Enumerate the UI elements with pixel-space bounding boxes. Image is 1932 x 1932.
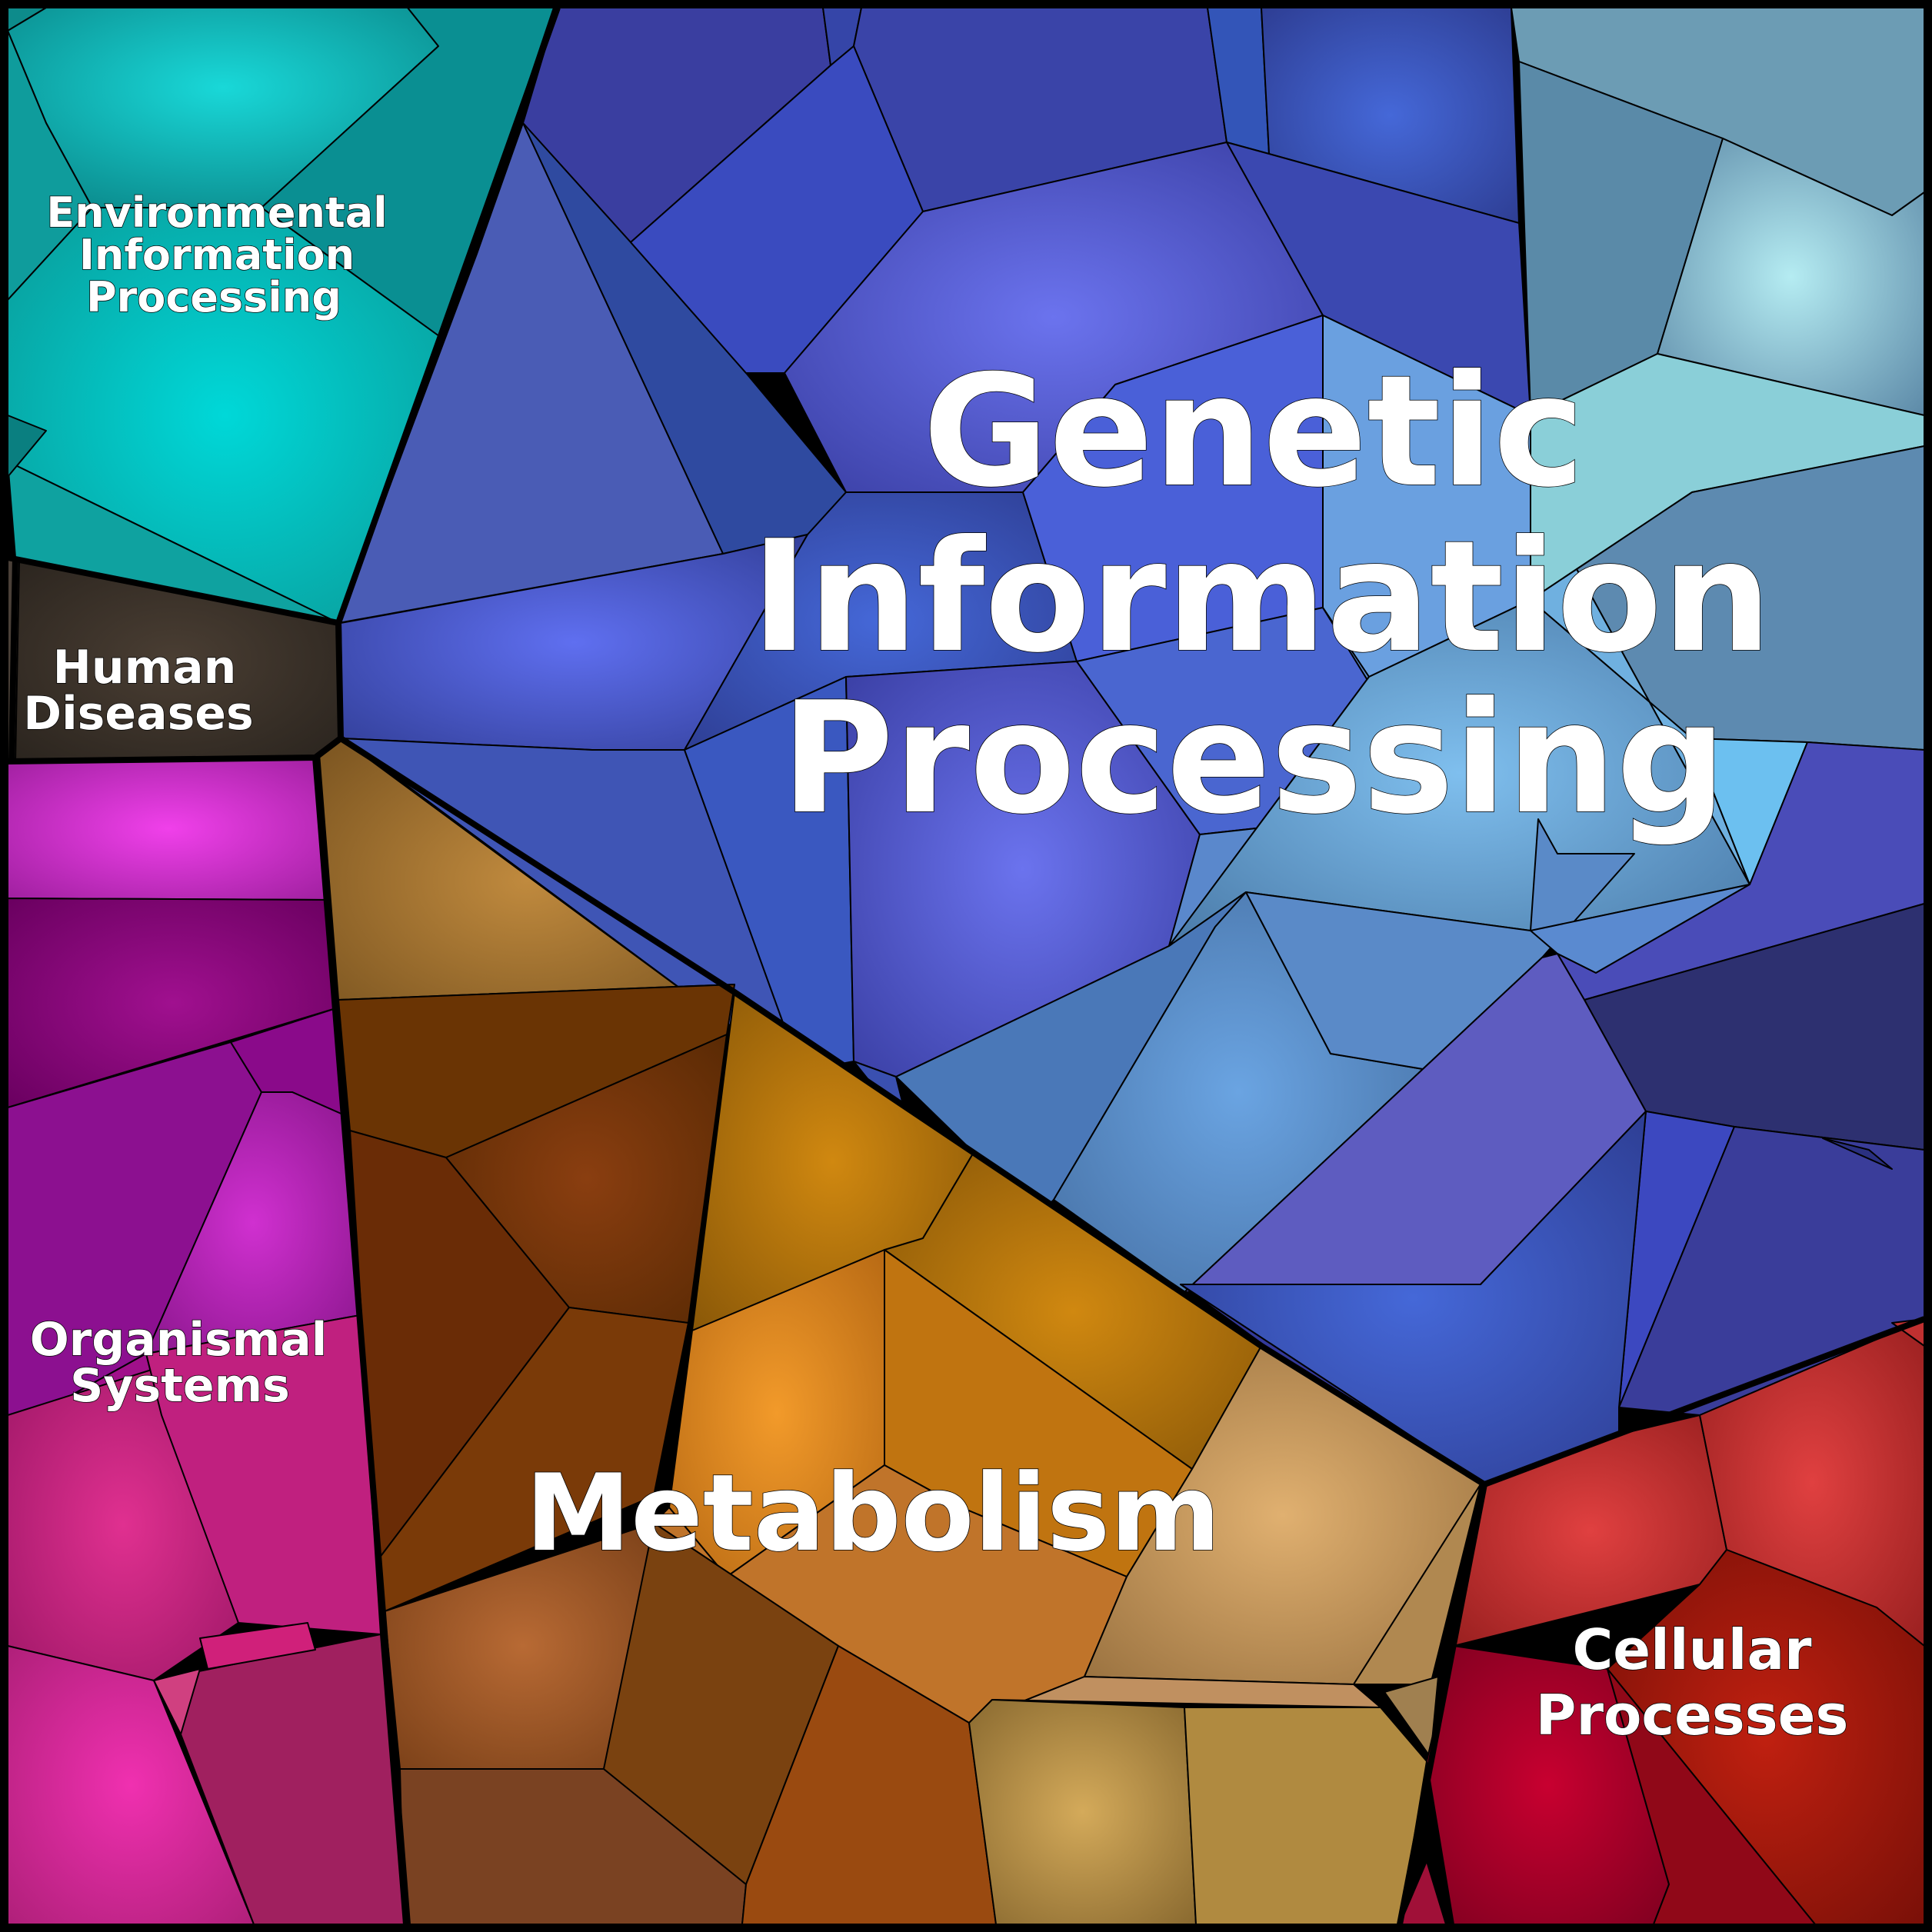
region-environmental-information-processing [7,7,555,624]
label-organismal-line2: Systems [70,1359,290,1413]
label-genetic-line2: Information [751,508,1771,687]
region-metabolism [318,738,1481,1925]
region-genetic-darkblue [1180,741,1925,1485]
label-genetic-line1: Genetic [923,342,1585,521]
label-cellular-line2: Processes [1536,1683,1849,1747]
label-metabolism: Metabolism [525,1451,1221,1575]
label-environmental-line1: Environmental [46,188,387,237]
label-organismal-line1: Organismal [30,1313,328,1367]
label-environmental-line3: Processing [86,273,341,321]
region-genetic-lightblue [1511,7,1925,885]
label-environmental-line2: Information [79,231,355,279]
label-cellular-line1: Cellular [1572,1617,1812,1682]
labels: Genetic Information Processing Metabolis… [23,188,1850,1748]
label-human-line1: Human [53,641,237,695]
region-organismal-systems [7,757,405,1925]
label-human-line2: Diseases [23,687,253,741]
region-genetic-information-processing [338,7,1750,1293]
region-cellular-processes [1399,1318,1925,1925]
label-genetic-line3: Processing [781,669,1726,848]
